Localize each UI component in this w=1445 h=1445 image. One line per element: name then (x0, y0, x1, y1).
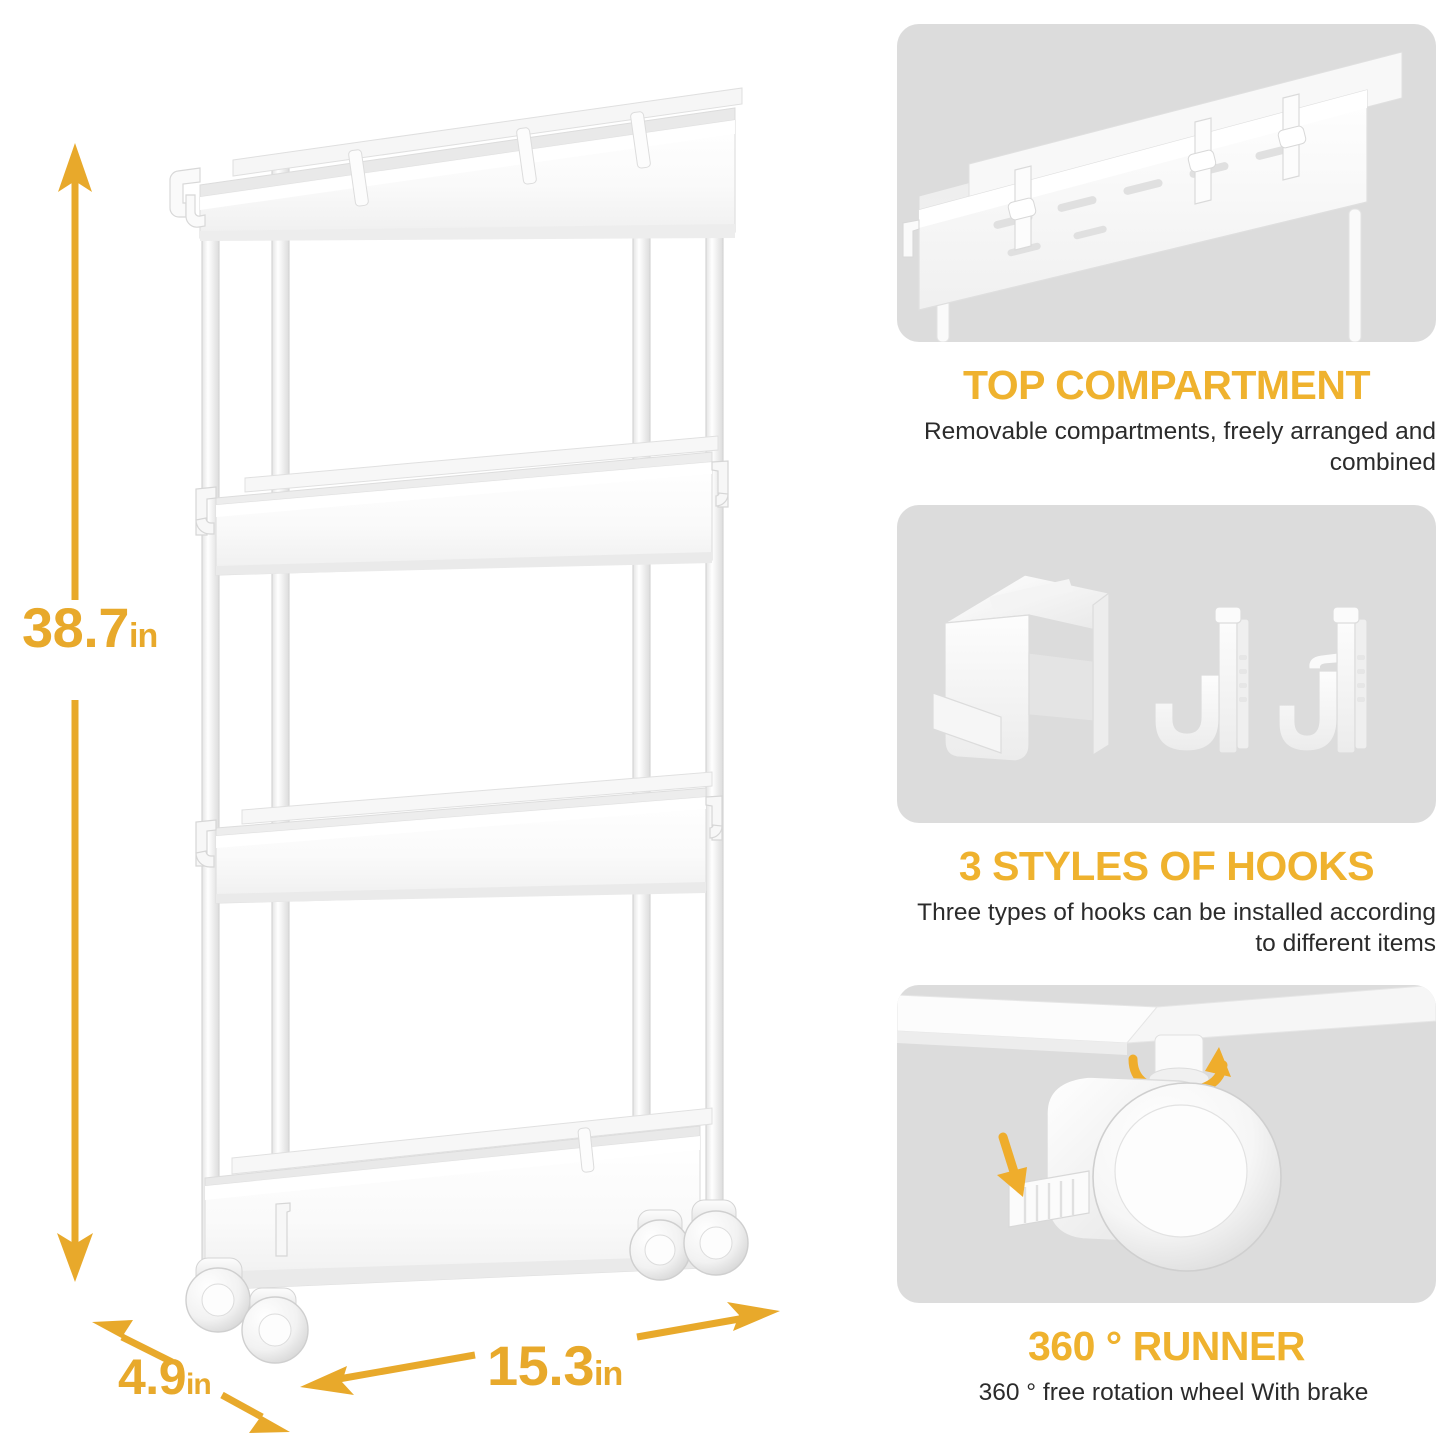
caster-front-right (683, 1199, 749, 1276)
feature-desc-hooks: Three types of hooks can be installed ac… (917, 899, 1436, 958)
side-hook-top-left (169, 167, 206, 228)
side-hook-tier2-right (711, 460, 729, 508)
tier-3-shelf (195, 771, 723, 904)
storage-cart-illustration (169, 87, 749, 1364)
depth-arrow-upper (92, 1320, 174, 1366)
width-unit: in (594, 1355, 623, 1393)
feature-runner: 360 ° RUNNER 360 ° free rotation wheel W… (897, 985, 1436, 1408)
top-compartment-photo (897, 24, 1436, 342)
feature-hooks: 3 STYLES OF HOOKS Three types of hooks c… (897, 505, 1436, 960)
feature-top-compartment: TOP COMPARTMENT Removable compartments, … (897, 24, 1436, 479)
brake-arrow (998, 1132, 1020, 1180)
product-hero: .dimline { stroke:#E8A92B; stroke-width:… (22, 87, 780, 1433)
rotation-arrow-head (1205, 1047, 1231, 1077)
side-hook-tier3-left (195, 819, 217, 868)
side-hook-tier3-right (705, 795, 723, 841)
side-hook-tier4-left (275, 1202, 291, 1257)
feature-panels: TOP COMPARTMENT Removable compartments, … (880, 0, 1445, 1445)
tier-1-top-tray (169, 87, 743, 241)
height-arrow-lower (57, 700, 93, 1282)
top-compartment-image (902, 51, 1403, 342)
hook-double-curve (1278, 606, 1368, 754)
caster-rear-right (629, 1209, 691, 1281)
hook-j (1154, 606, 1250, 754)
caster-front-left (241, 1287, 309, 1364)
width-value: 15.3 (487, 1334, 595, 1397)
hooks-photo (897, 505, 1436, 823)
casters (185, 1199, 749, 1364)
dimension-label-height: 38.7in (22, 600, 158, 656)
feature-desc-top-compartment: Removable compartments, freely arranged … (923, 418, 1436, 477)
hook-clamp (932, 574, 1110, 762)
depth-arrow-lower (220, 1391, 290, 1433)
feature-title-hooks: 3 STYLES OF HOOKS (958, 843, 1375, 889)
runner-image (897, 985, 1436, 1272)
brake-arrow-head (997, 1167, 1027, 1197)
depth-value: 4.9 (118, 1349, 187, 1405)
height-arrow-upper (58, 143, 92, 600)
tier-4-bottom-tray (204, 1107, 713, 1291)
brake-lever (1008, 1170, 1090, 1228)
side-hook-tier2-left (195, 486, 217, 536)
width-arrow-right (636, 1302, 780, 1341)
height-unit: in (129, 617, 158, 655)
dimension-label-width: 15.3in (487, 1338, 623, 1394)
caster-rear-left (185, 1257, 251, 1333)
feature-desc-runner: 360 ° free rotation wheel With brake (978, 1379, 1369, 1407)
compartment-dividers (348, 111, 651, 207)
height-value: 38.7 (22, 596, 130, 659)
dimension-label-depth: 4.9in (118, 1349, 212, 1405)
runner-photo (897, 985, 1436, 1303)
depth-unit: in (186, 1368, 212, 1401)
width-arrow-left (300, 1351, 476, 1395)
tier-2-shelf (195, 435, 729, 576)
cart-posts (201, 139, 724, 1286)
dimension-arrows: .dimline { stroke:#E8A92B; stroke-width:… (57, 143, 780, 1433)
feature-title-top-compartment: TOP COMPARTMENT (962, 362, 1371, 408)
hooks-image (932, 574, 1368, 762)
feature-title-runner: 360 ° RUNNER (1028, 1323, 1305, 1369)
